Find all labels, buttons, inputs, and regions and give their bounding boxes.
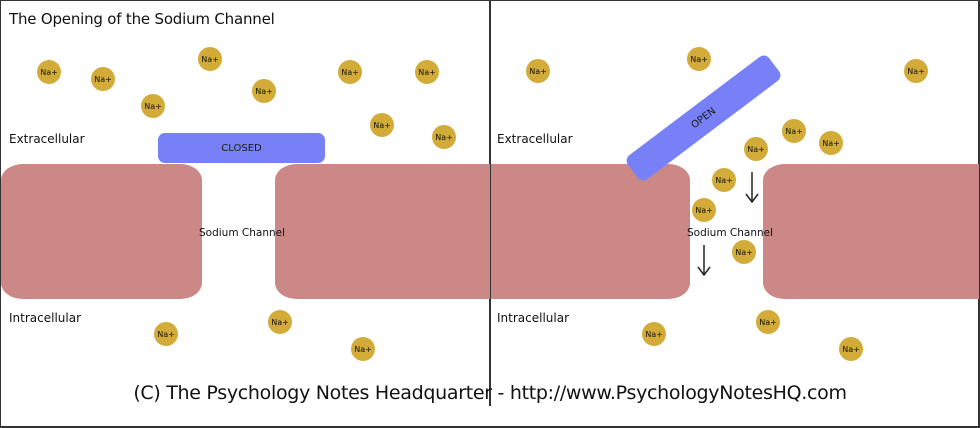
ion-label: Na+ bbox=[435, 132, 453, 142]
sodium-ion: Na+ bbox=[904, 59, 928, 83]
ion-label: Na+ bbox=[785, 126, 803, 136]
ion-label: Na+ bbox=[822, 138, 840, 148]
ion-label: Na+ bbox=[747, 144, 765, 154]
sodium-ion: Na+ bbox=[756, 310, 780, 334]
sodium-ion: Na+ bbox=[351, 337, 375, 361]
down-arrow-icon bbox=[745, 172, 759, 203]
ion-label: Na+ bbox=[735, 247, 753, 257]
sodium-ion: Na+ bbox=[732, 240, 756, 264]
ion-label: Na+ bbox=[529, 66, 547, 76]
sodium-ion: Na+ bbox=[415, 60, 439, 84]
ion-label: Na+ bbox=[690, 54, 708, 64]
ion-label: Na+ bbox=[373, 120, 391, 130]
ion-label: Na+ bbox=[255, 86, 273, 96]
ion-label: Na+ bbox=[645, 329, 663, 339]
gate-label: CLOSED bbox=[221, 142, 262, 154]
intracellular-label: Intracellular bbox=[497, 311, 570, 325]
footer-separator: - bbox=[497, 382, 505, 404]
ion-label: Na+ bbox=[759, 317, 777, 327]
ion-label: Na+ bbox=[715, 175, 733, 185]
sodium-ion: Na+ bbox=[141, 94, 165, 118]
channel-label: Sodium Channel bbox=[687, 227, 773, 239]
sodium-ion: Na+ bbox=[692, 198, 716, 222]
ion-label: Na+ bbox=[695, 205, 713, 215]
channel-label: Sodium Channel bbox=[199, 227, 285, 239]
down-arrow-icon bbox=[697, 245, 711, 276]
sodium-ion: Na+ bbox=[268, 310, 292, 334]
sodium-ion: Na+ bbox=[370, 113, 394, 137]
sodium-ion: Na+ bbox=[432, 125, 456, 149]
extracellular-label: Extracellular bbox=[497, 132, 573, 146]
sodium-ion: Na+ bbox=[91, 67, 115, 91]
ion-label: Na+ bbox=[354, 344, 372, 354]
sodium-ion: Na+ bbox=[154, 322, 178, 346]
sodium-ion: Na+ bbox=[819, 131, 843, 155]
copyright-text: (C) The Psychology Notes Headquarter bbox=[133, 382, 492, 404]
diagram-title: The Opening of the Sodium Channel bbox=[9, 10, 275, 28]
sodium-ion: Na+ bbox=[712, 168, 736, 192]
membrane-right-block bbox=[275, 164, 490, 299]
ion-label: Na+ bbox=[341, 67, 359, 77]
panel-divider bbox=[489, 0, 491, 406]
sodium-ion: Na+ bbox=[687, 47, 711, 71]
ion-label: Na+ bbox=[94, 74, 112, 84]
sodium-ion: Na+ bbox=[782, 119, 806, 143]
sodium-ion: Na+ bbox=[37, 60, 61, 84]
extracellular-label: Extracellular bbox=[9, 132, 85, 146]
ion-label: Na+ bbox=[271, 317, 289, 327]
membrane-right-block bbox=[763, 164, 979, 299]
sodium-ion: Na+ bbox=[839, 337, 863, 361]
ion-label: Na+ bbox=[144, 101, 162, 111]
sodium-ion: Na+ bbox=[338, 60, 362, 84]
ion-label: Na+ bbox=[842, 344, 860, 354]
ion-label: Na+ bbox=[40, 67, 58, 77]
copyright-footer: (C) The Psychology Notes Headquarter - h… bbox=[0, 382, 980, 404]
ion-label: Na+ bbox=[418, 67, 436, 77]
sodium-ion: Na+ bbox=[744, 137, 768, 161]
sodium-ion: Na+ bbox=[526, 59, 550, 83]
intracellular-label: Intracellular bbox=[9, 311, 82, 325]
ion-label: Na+ bbox=[907, 66, 925, 76]
sodium-ion: Na+ bbox=[252, 79, 276, 103]
membrane-left-block bbox=[1, 164, 202, 299]
sodium-ion: Na+ bbox=[198, 47, 222, 71]
ion-label: Na+ bbox=[157, 329, 175, 339]
membrane-left-block bbox=[491, 164, 690, 299]
sodium-ion: Na+ bbox=[642, 322, 666, 346]
gate-closed: CLOSED bbox=[158, 133, 325, 163]
ion-label: Na+ bbox=[201, 54, 219, 64]
website-link[interactable]: http://www.PsychologyNotesHQ.com bbox=[509, 382, 847, 404]
gate-label: OPEN bbox=[689, 105, 718, 131]
